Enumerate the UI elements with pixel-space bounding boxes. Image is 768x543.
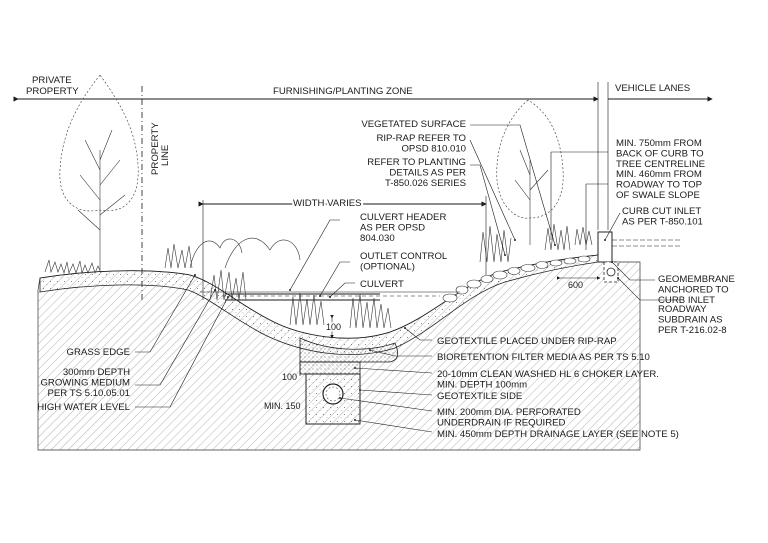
callout-bottom-3: 20-10mm CLEAN WASHED HL 6 CHOKER LAYER.M…: [437, 369, 659, 391]
zone-label-furnishing: FURNISHING/PLANTING ZONE: [273, 86, 413, 97]
leader-lines: [135, 124, 680, 433]
rip-rap-rocks: [442, 255, 591, 303]
dimension-marks: [299, 276, 601, 424]
callout-left-1: GRASS EDGE: [67, 347, 130, 358]
callout-right-1: VEGETATED SURFACE: [361, 119, 466, 130]
dim-100-side: 100: [282, 372, 297, 382]
callout-bottom-4: GEOTEXTILE SIDE: [437, 391, 522, 402]
callout-right-6: CULVERT: [360, 279, 404, 290]
callout-bottom-2: BIORETENTION FILTER MEDIA AS PER TS 5.10: [437, 352, 650, 363]
callout-bottom-6: MIN. 450mm DEPTH DRAINAGE LAYER (SEE NOT…: [437, 429, 679, 440]
zone-label-private-property: PRIVATE PROPERTY: [26, 75, 79, 97]
roadway-subdrain-icon: [603, 261, 619, 283]
width-varies-label: WIDTH VARIES: [293, 198, 362, 209]
vegetation-tufts: [44, 223, 593, 329]
dim-100-top: 100: [326, 322, 341, 332]
callout-bottom-1: GEOTEXTILE PLACED UNDER RIP-RAP: [437, 336, 617, 347]
callout-right-5: OUTLET CONTROL(OPTIONAL): [360, 251, 448, 273]
bioretention-filter-media: [299, 337, 399, 363]
dim-min-150: MIN. 150: [264, 401, 301, 411]
dim-600: 600: [568, 280, 583, 290]
curb: [597, 231, 613, 263]
culvert: [225, 293, 380, 301]
curb-and-road: [597, 231, 680, 283]
drainage-trench: [299, 361, 361, 425]
zone-label-vehicle-lanes: VEHICLE LANES: [615, 83, 690, 94]
tree-left-icon: [59, 74, 139, 270]
tree-right-icon: [496, 99, 564, 245]
choker-layer: [299, 361, 361, 375]
zone-dimension-bar: [13, 82, 713, 300]
property-line-label: PROPERTY LINE: [150, 120, 171, 175]
callout-left-3: HIGH WATER LEVEL: [37, 402, 130, 413]
